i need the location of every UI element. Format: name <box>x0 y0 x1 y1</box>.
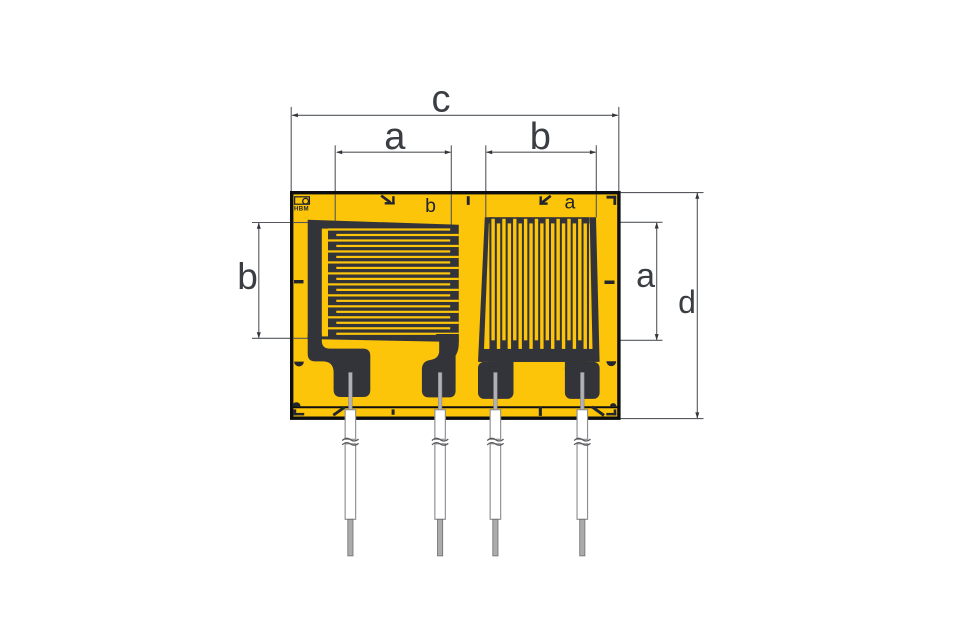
svg-text:b: b <box>530 116 551 158</box>
svg-text:a: a <box>564 192 575 214</box>
svg-text:c: c <box>432 79 451 121</box>
svg-text:b: b <box>237 256 258 297</box>
svg-text:d: d <box>678 284 696 320</box>
svg-text:b: b <box>425 195 436 217</box>
svg-text:a: a <box>384 116 406 158</box>
svg-text:HBM: HBM <box>294 206 309 213</box>
svg-text:a: a <box>636 257 655 295</box>
